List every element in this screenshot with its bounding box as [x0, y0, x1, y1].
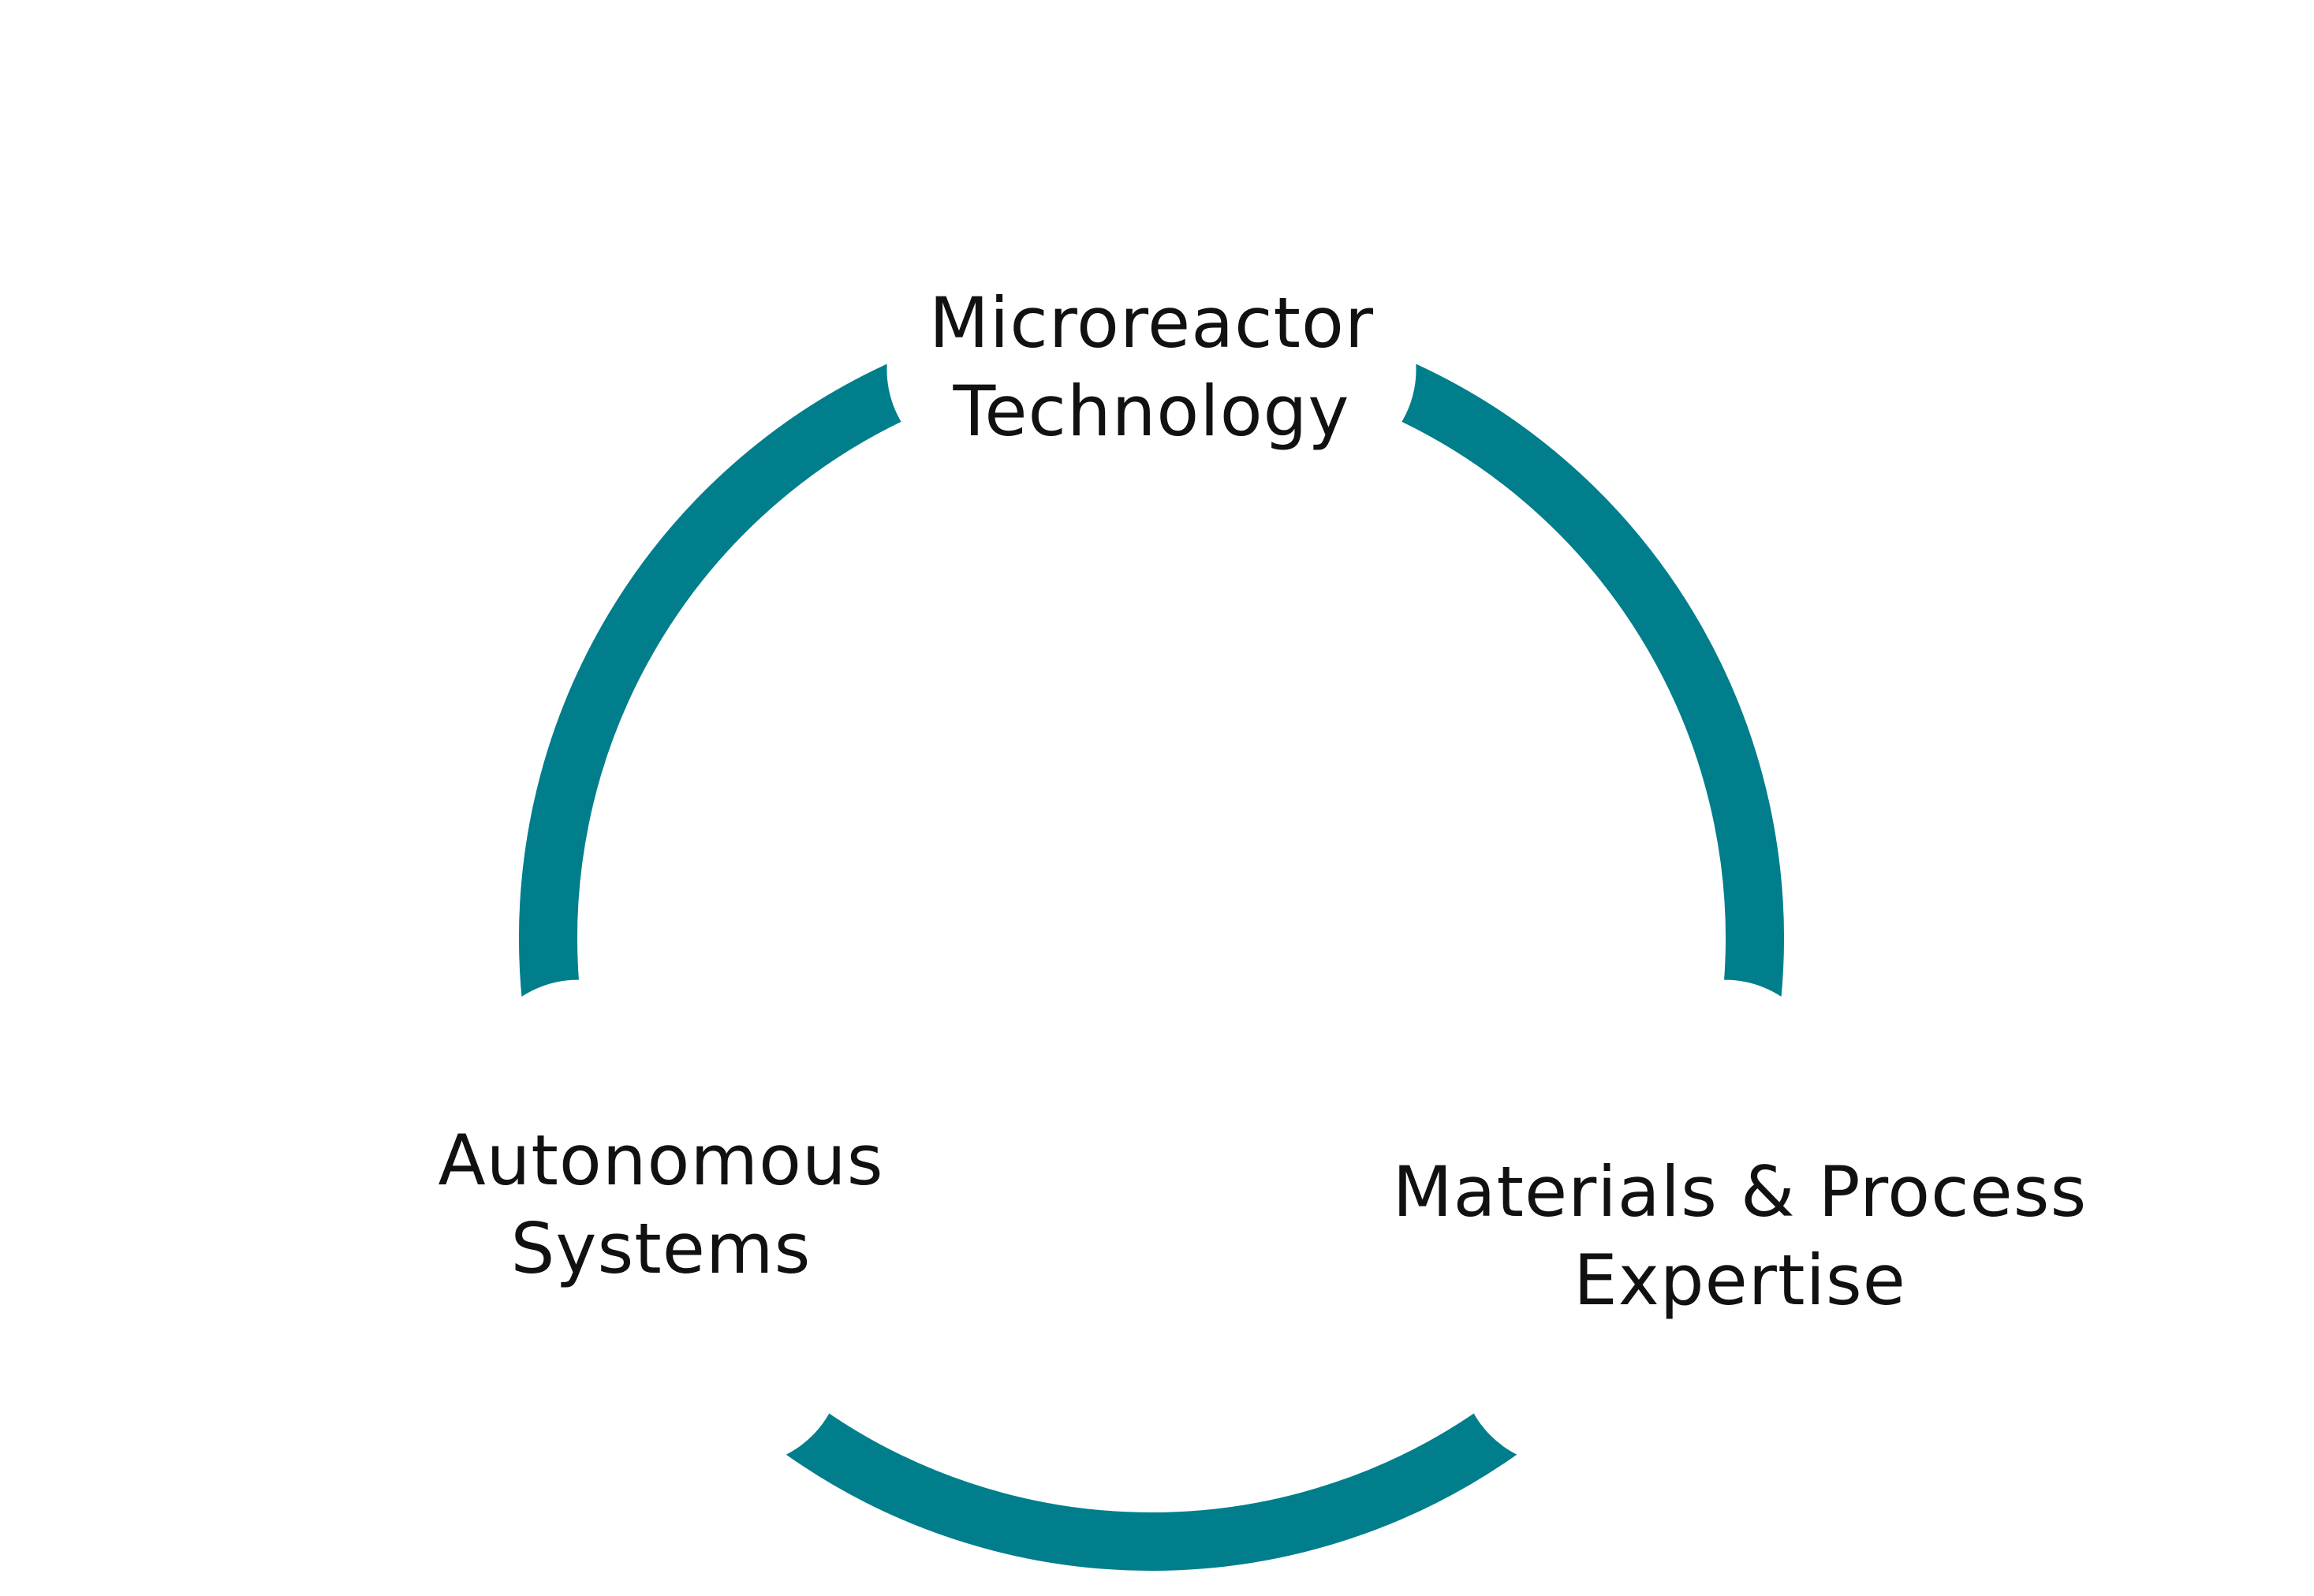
arc-right-to-left	[779, 1402, 1524, 1572]
arc-end-notch	[1211, 267, 1416, 472]
node-label-autonomous-systems: Autonomous Systems	[306, 1117, 1016, 1293]
arc-end-notch	[475, 979, 681, 1185]
arc-end-notch	[1460, 1260, 1666, 1466]
node-label-line: Materials & Process	[1392, 1151, 2088, 1232]
node-label-line: Systems	[510, 1208, 812, 1289]
node-label-materials-process-expertise: Materials & Process Expertise	[1385, 1148, 2095, 1325]
node-label-microreactor-technology: Microreactor Technology	[797, 279, 1506, 456]
arc-end-notch	[1622, 979, 1828, 1185]
node-label-line: Expertise	[1573, 1240, 1906, 1321]
node-label-line: Technology	[953, 371, 1350, 452]
arc-end-notch	[886, 267, 1092, 472]
cycle-arcs	[475, 267, 1828, 1572]
arc-top-to-right	[1385, 360, 1784, 1005]
node-label-line: Autonomous	[438, 1120, 884, 1201]
arc-left-to-top	[519, 360, 918, 1005]
arc-end-notch	[637, 1260, 843, 1466]
node-label-line: Microreactor	[928, 282, 1375, 364]
